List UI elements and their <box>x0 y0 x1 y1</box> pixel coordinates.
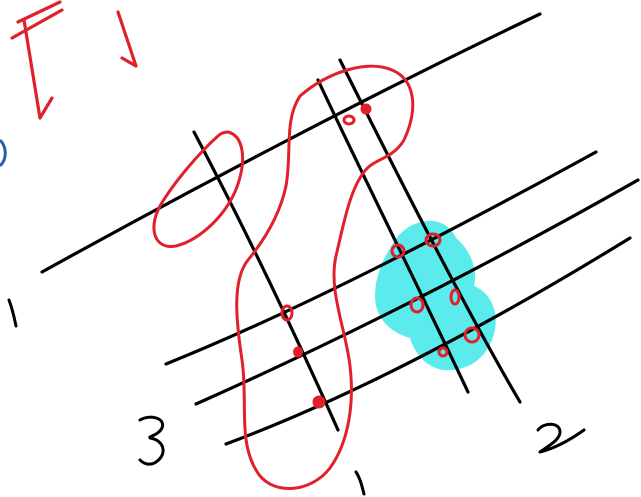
line-family-3 <box>194 132 338 430</box>
marker-top-2 <box>362 105 370 113</box>
blue-edge-arc <box>0 140 5 166</box>
handwritten-three <box>140 417 163 464</box>
red-corner-sketch <box>12 2 136 118</box>
handwritten-one-bottom <box>356 472 364 494</box>
marker-left-3 <box>314 397 324 407</box>
line-family-1-a <box>42 14 540 272</box>
line-family-1-b <box>166 152 596 364</box>
red-loop-small <box>154 132 243 246</box>
marker-left-2 <box>295 348 302 356</box>
marker-top-1 <box>344 116 354 124</box>
handwritten-two <box>538 424 584 452</box>
handwritten-one-left <box>9 300 16 326</box>
